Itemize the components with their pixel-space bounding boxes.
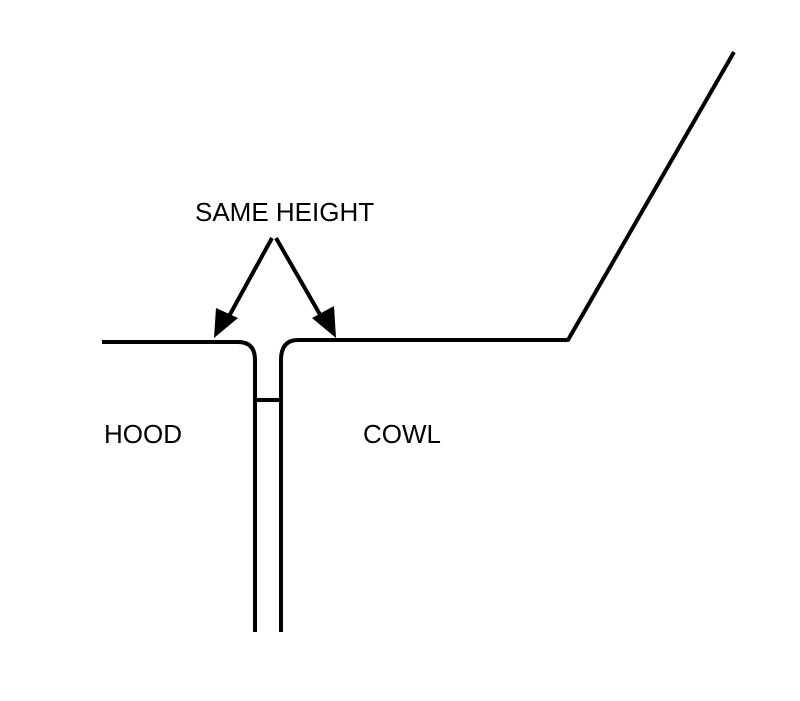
same-height-label: SAME HEIGHT <box>195 197 374 227</box>
cowl-label: COWL <box>363 419 441 449</box>
right-callout-arrow-shaft <box>274 237 324 319</box>
left-callout-arrow-shaft <box>226 237 274 319</box>
left-arrowhead-icon <box>214 308 238 338</box>
hood-panel-edge <box>102 340 257 632</box>
hood-label: HOOD <box>104 419 182 449</box>
cowl-panel-edge <box>279 51 736 632</box>
right-arrowhead-icon <box>312 306 336 338</box>
